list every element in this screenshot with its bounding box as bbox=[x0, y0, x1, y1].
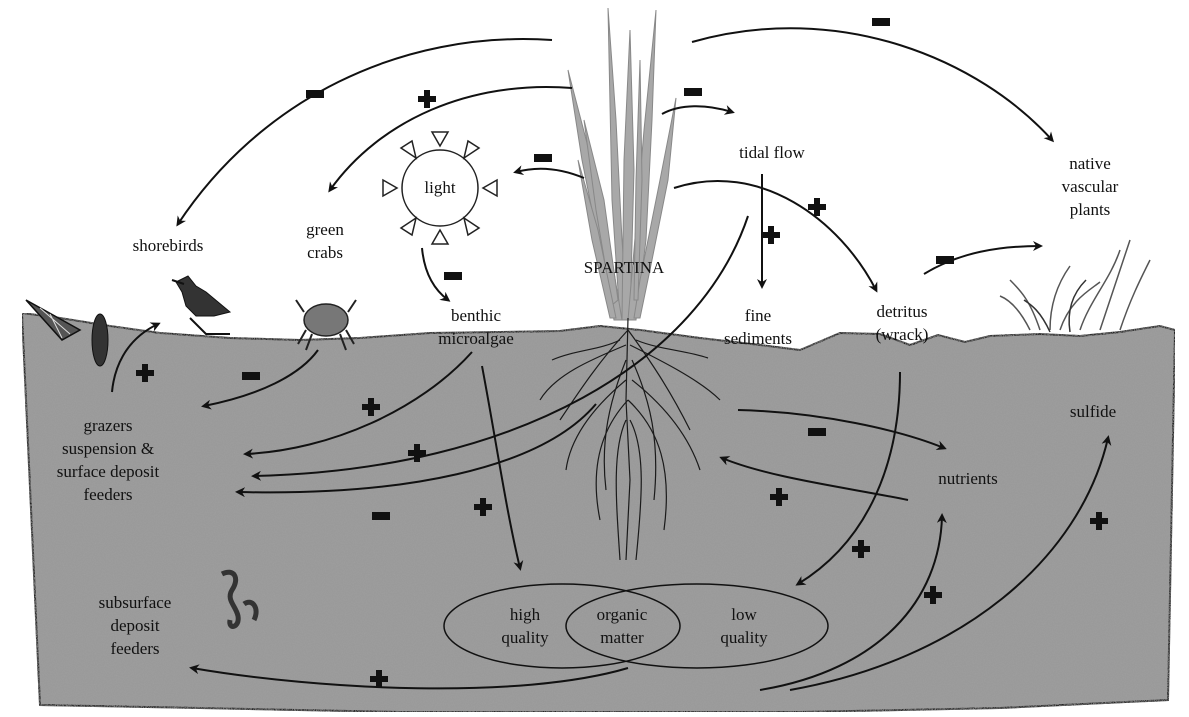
mussel-icon bbox=[92, 314, 108, 366]
minus-sign bbox=[242, 372, 260, 380]
subsurface-line: deposit bbox=[80, 614, 190, 637]
minus-sign bbox=[372, 512, 390, 520]
organic-matter-line: matter bbox=[580, 626, 664, 649]
native-plants-line: vascular bbox=[1040, 175, 1140, 198]
subsurface-label: subsurface deposit feeders bbox=[80, 591, 190, 660]
low-quality-line: low bbox=[706, 603, 782, 626]
minus-sign bbox=[684, 88, 702, 96]
grazers-label: grazers suspension & surface deposit fee… bbox=[28, 414, 188, 506]
fine-sediments-label: fine sediments bbox=[708, 304, 808, 350]
organic-matter-line: organic bbox=[580, 603, 664, 626]
detritus-label: detritus (wrack) bbox=[858, 300, 946, 346]
native-plants-line: plants bbox=[1040, 198, 1140, 221]
shorebirds-label: shorebirds bbox=[110, 234, 226, 257]
arrow-spartina-native bbox=[692, 28, 1052, 140]
grazers-line: grazers bbox=[28, 414, 188, 437]
grazers-line: feeders bbox=[28, 483, 188, 506]
benthic-microalgae-line: benthic bbox=[420, 304, 532, 327]
detritus-line: detritus bbox=[858, 300, 946, 323]
detritus-line: (wrack) bbox=[858, 323, 946, 346]
native-plants-line: native bbox=[1040, 152, 1140, 175]
high-quality-line: high bbox=[494, 603, 556, 626]
grazers-line: suspension & bbox=[28, 437, 188, 460]
benthic-microalgae-line: microalgae bbox=[420, 327, 532, 350]
spartina-label: SPARTINA bbox=[566, 256, 682, 279]
plus-sign bbox=[418, 90, 436, 108]
arrow-spartina-tidalflow bbox=[662, 106, 732, 114]
green-crabs-label: green crabs bbox=[290, 218, 360, 264]
minus-sign bbox=[936, 256, 954, 264]
subsurface-line: feeders bbox=[80, 637, 190, 660]
arrow-spartina-light bbox=[516, 169, 584, 178]
minus-sign bbox=[808, 428, 826, 436]
low-quality-label: low quality bbox=[706, 603, 782, 649]
minus-sign bbox=[444, 272, 462, 280]
native-plants-label: native vascular plants bbox=[1040, 152, 1140, 221]
high-quality-label: high quality bbox=[494, 603, 556, 649]
sulfide-label: sulfide bbox=[1050, 400, 1136, 423]
arrow-spartina-shorebirds bbox=[178, 39, 552, 224]
subsurface-line: subsurface bbox=[80, 591, 190, 614]
grazers-line: surface deposit bbox=[28, 460, 188, 483]
green-crabs-line: crabs bbox=[290, 241, 360, 264]
minus-sign bbox=[306, 90, 324, 98]
minus-sign bbox=[872, 18, 890, 26]
green-crabs-line: green bbox=[290, 218, 360, 241]
minus-sign bbox=[534, 154, 552, 162]
plant-icon bbox=[1000, 240, 1150, 332]
high-quality-line: quality bbox=[494, 626, 556, 649]
light-label: light bbox=[400, 176, 480, 199]
low-quality-line: quality bbox=[706, 626, 782, 649]
nutrients-label: nutrients bbox=[920, 467, 1016, 490]
plus-sign bbox=[762, 226, 780, 244]
tidal-flow-label: tidal flow bbox=[712, 141, 832, 164]
fine-sediments-line: fine bbox=[708, 304, 808, 327]
bird-icon bbox=[172, 276, 230, 334]
fine-sediments-line: sediments bbox=[708, 327, 808, 350]
benthic-microalgae-label: benthic microalgae bbox=[420, 304, 532, 350]
organic-matter-label: organic matter bbox=[580, 603, 664, 649]
